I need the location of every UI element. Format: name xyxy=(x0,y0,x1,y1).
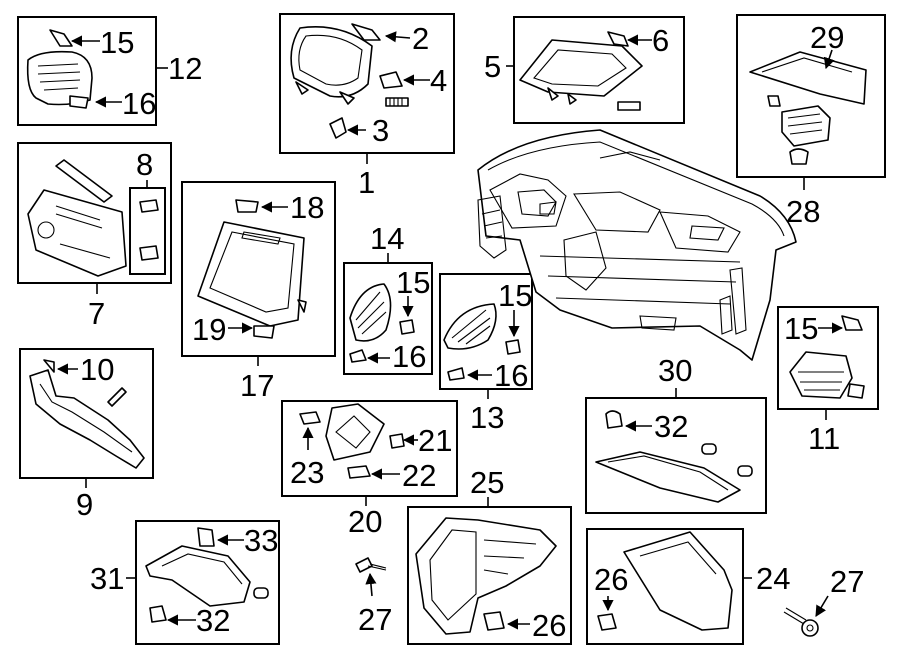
callout-7: 7 xyxy=(88,296,105,331)
group-11-box xyxy=(777,306,879,410)
loose-bolt-27-right: 27 xyxy=(783,564,864,637)
callout-27a: 27 xyxy=(358,602,392,637)
callout-23: 23 xyxy=(290,455,324,490)
callout-10: 10 xyxy=(80,352,114,387)
callout-33: 33 xyxy=(244,523,278,558)
callout-13: 13 xyxy=(470,400,504,435)
callout-12: 12 xyxy=(168,51,202,86)
group-11: 15 11 xyxy=(777,306,879,456)
lower-cover-left-part xyxy=(145,527,269,623)
callout-25: 25 xyxy=(470,465,504,500)
callout-16b: 16 xyxy=(392,339,426,374)
group-5-box xyxy=(513,16,685,124)
callout-21: 21 xyxy=(418,423,452,458)
group-5: 6 5 xyxy=(484,16,685,124)
group-13: 15 16 13 xyxy=(439,273,533,435)
callout-6: 6 xyxy=(652,23,669,58)
group-12: 15 16 12 xyxy=(17,16,202,126)
callout-16a: 16 xyxy=(122,86,156,121)
lower-side-cover-part xyxy=(29,359,145,469)
callout-16c: 16 xyxy=(494,358,528,393)
knee-airbag-part xyxy=(749,51,867,165)
group-7-box xyxy=(17,142,172,284)
group-25: 26 25 xyxy=(407,465,572,645)
callout-1: 1 xyxy=(358,165,375,200)
callout-14: 14 xyxy=(370,221,404,256)
group-28-box xyxy=(736,14,886,178)
glove-box-inner-part xyxy=(595,410,753,503)
callout-28: 28 xyxy=(786,194,820,229)
callout-4: 4 xyxy=(430,63,447,98)
glove-box-frame-part xyxy=(415,517,557,635)
callout-9: 9 xyxy=(76,487,93,522)
display-bezel-part xyxy=(197,199,307,339)
center-vent-left-part xyxy=(349,283,415,363)
callout-20: 20 xyxy=(348,504,382,539)
group-24-box xyxy=(586,528,744,645)
callout-17: 17 xyxy=(240,368,274,403)
group-20: 21 22 23 20 xyxy=(281,400,458,539)
callout-18: 18 xyxy=(290,190,324,225)
callout-24: 24 xyxy=(756,561,790,596)
group-24: 26 24 xyxy=(586,528,790,645)
instrument-panel-assembly xyxy=(477,129,797,361)
callout-11: 11 xyxy=(808,421,840,456)
group-9: 10 9 xyxy=(19,348,154,522)
group-7: 8 7 xyxy=(17,142,172,331)
side-vent-part xyxy=(26,29,93,109)
group-1: 2 4 3 1 xyxy=(279,13,455,200)
meter-visor-part xyxy=(290,23,409,139)
callout-15d: 15 xyxy=(784,311,818,346)
callout-27b: 27 xyxy=(830,564,864,599)
callout-8: 8 xyxy=(136,147,153,182)
center-vent-right-part xyxy=(443,303,521,381)
callout-15b: 15 xyxy=(396,265,430,300)
group-28: 29 28 xyxy=(736,14,886,229)
group-13-box xyxy=(439,273,533,390)
center-garnish-part xyxy=(299,403,405,479)
callout-3: 3 xyxy=(372,113,389,148)
group-17: 18 19 17 xyxy=(181,181,336,403)
group-31-box xyxy=(135,520,280,645)
callout-32b: 32 xyxy=(196,603,230,638)
callout-29: 29 xyxy=(810,20,844,55)
callout-15c: 15 xyxy=(498,278,532,313)
loose-bolt-27-center: 27 xyxy=(355,557,392,637)
callout-30: 30 xyxy=(658,353,692,388)
group-30: 32 30 xyxy=(585,353,767,514)
callout-15a: 15 xyxy=(100,25,134,60)
center-panel-part xyxy=(27,159,159,277)
callout-31: 31 xyxy=(90,561,124,596)
callout-19: 19 xyxy=(192,312,226,347)
callout-22: 22 xyxy=(402,458,436,493)
glove-box-door-part xyxy=(597,531,733,631)
group-31: 33 32 31 xyxy=(90,520,280,645)
callout-26b: 26 xyxy=(594,562,628,597)
callout-26a: 26 xyxy=(532,608,566,643)
group-25-box xyxy=(407,506,572,645)
upper-pocket-part xyxy=(519,31,643,111)
callout-2: 2 xyxy=(412,21,429,56)
group-14: 15 16 14 xyxy=(343,221,433,375)
right-side-vent-part xyxy=(789,315,865,399)
group-20-box xyxy=(281,400,458,497)
callout-5: 5 xyxy=(484,49,501,84)
callout-32a: 32 xyxy=(654,409,688,444)
